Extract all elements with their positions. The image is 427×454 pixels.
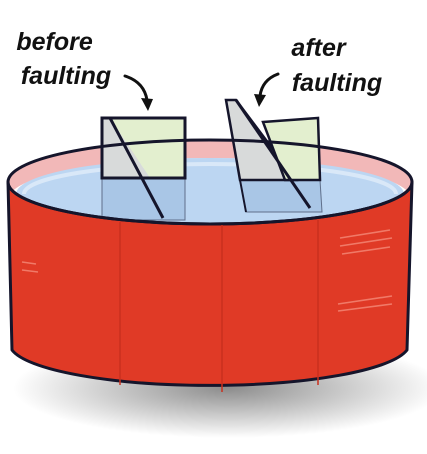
before-block-green-part [110,118,185,178]
after-faulting-block [224,98,323,213]
container-rim [6,138,414,226]
before-faulting-label: before faulting [16,28,111,90]
before-arrow-icon [123,74,153,111]
before-fault-plane [108,117,165,219]
container-texture-marks [21,229,393,312]
after-fault-plane [234,99,312,209]
before-block-submerged [101,177,186,221]
after-fault-plane-under [239,179,247,213]
after-faulting-label: after faulting [291,34,382,97]
before-block-outline [100,116,187,180]
before-faulting-block [100,116,187,221]
after-arrow-icon [254,72,280,107]
water-highlight [22,162,398,195]
